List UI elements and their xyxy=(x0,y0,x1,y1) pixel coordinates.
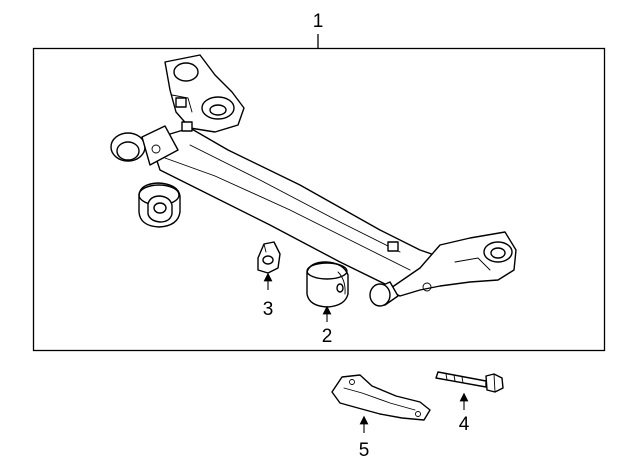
bushing-drawing xyxy=(306,261,349,308)
plate-drawing xyxy=(331,374,431,421)
axle-beam-drawing xyxy=(110,54,517,307)
callout-4-label: 4 xyxy=(459,414,470,435)
bracket-drawing xyxy=(257,241,281,274)
callout-2-label: 2 xyxy=(322,326,333,347)
callout-3-label: 3 xyxy=(263,299,274,320)
callout-1-label: 1 xyxy=(313,11,324,32)
loose-bushing-drawing xyxy=(138,182,181,228)
bolt-drawing xyxy=(435,371,504,393)
callout-5-label: 5 xyxy=(359,440,370,461)
